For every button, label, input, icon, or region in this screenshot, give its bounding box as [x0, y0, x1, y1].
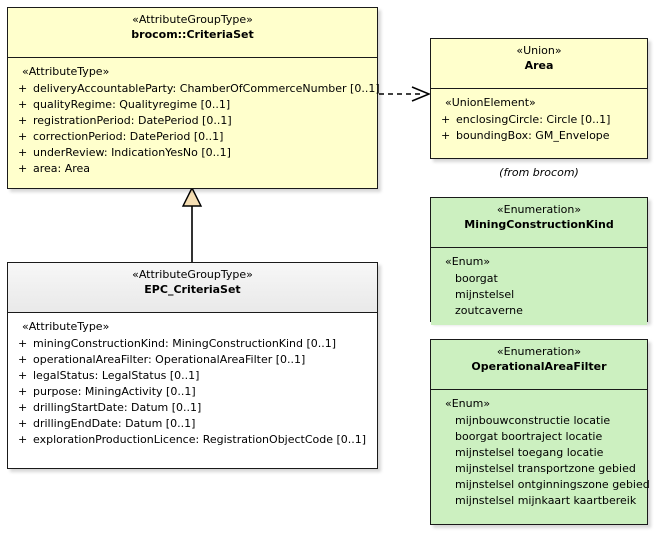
class-name-label: Area: [524, 59, 554, 73]
attribute-label: underReview: IndicationYesNo [0..1]: [33, 146, 231, 159]
attribute-label: area: Area: [33, 162, 91, 175]
visibility-marker: +: [18, 82, 28, 95]
attribute-row[interactable]: + operationalAreaFilter: OperationalArea…: [14, 352, 373, 368]
visibility-marker: +: [18, 130, 28, 143]
attribute-label: correctionPeriod: DatePeriod [0..1]: [33, 130, 224, 143]
attribute-label: deliveryAccountableParty: ChamberOfComme…: [33, 82, 380, 95]
enum-group-label: «Enum»: [445, 255, 491, 268]
enum-header-mining-construction-kind: «Enumeration» MiningConstructionKind: [431, 198, 647, 248]
visibility-marker: +: [18, 369, 28, 382]
stereotype-label: «AttributeGroupType»: [132, 13, 253, 26]
attribute-group-label: «AttributeType»: [22, 320, 110, 333]
attribute-label: purpose: MiningActivity [0..1]: [33, 385, 196, 398]
attribute-row[interactable]: + deliveryAccountableParty: ChamberOfCom…: [14, 81, 380, 97]
visibility-marker: +: [18, 98, 28, 111]
enum-name-label: OperationalAreaFilter: [471, 360, 607, 374]
attribute-row[interactable]: + qualityRegime: Qualityregime [0..1]: [14, 97, 373, 113]
attribute-row[interactable]: + registrationPeriod: DatePeriod [0..1]: [14, 113, 373, 129]
dependency-connector: [379, 86, 431, 102]
attribute-row[interactable]: + boundingBox: GM_Envelope: [437, 128, 643, 144]
attribute-label: operationalAreaFilter: OperationalAreaFi…: [33, 353, 306, 366]
attribute-label: enclosingCircle: Circle [0..1]: [456, 113, 611, 126]
class-box-area[interactable]: «Union» Area «UnionElement» + enclosingC…: [430, 38, 648, 159]
enum-value-row[interactable]: mijnstelsel: [455, 288, 515, 301]
attribute-label: miningConstructionKind: MiningConstructi…: [33, 337, 337, 350]
attribute-group-label: «AttributeType»: [22, 65, 110, 78]
package-origin-caption: (from brocom): [499, 166, 579, 179]
attribute-row[interactable]: + drillingEndDate: Datum [0..1]: [14, 416, 373, 432]
attribute-group-label: «UnionElement»: [445, 96, 536, 109]
visibility-marker: +: [441, 129, 451, 142]
class-header-area: «Union» Area: [431, 39, 647, 89]
attribute-row[interactable]: + correctionPeriod: DatePeriod [0..1]: [14, 129, 373, 145]
visibility-marker: +: [18, 385, 28, 398]
stereotype-label: «Enumeration»: [496, 203, 582, 216]
generalization-connector: [181, 186, 203, 262]
attribute-row[interactable]: + purpose: MiningActivity [0..1]: [14, 384, 373, 400]
enum-value-row[interactable]: mijnstelsel transportzone gebied: [455, 462, 636, 475]
attribute-row[interactable]: + miningConstructionKind: MiningConstruc…: [14, 336, 373, 352]
attribute-label: boundingBox: GM_Envelope: [456, 129, 610, 142]
class-body-area: «UnionElement» + enclosingCircle: Circle…: [431, 89, 647, 150]
attribute-label: qualityRegime: Qualityregime [0..1]: [33, 98, 231, 111]
class-body-criteria-set: «AttributeType» + deliveryAccountablePar…: [8, 58, 380, 183]
enum-value-row[interactable]: boorgat: [455, 272, 498, 285]
enum-body-operational-area-filter: «Enum» mijnbouwconstructie locatie boorg…: [431, 390, 650, 515]
attribute-row[interactable]: + explorationProductionLicence: Registra…: [14, 432, 373, 448]
visibility-marker: +: [18, 114, 28, 127]
visibility-marker: +: [18, 146, 28, 159]
class-box-criteria-set[interactable]: «AttributeGroupType» brocom::CriteriaSet…: [7, 7, 380, 189]
enum-box-mining-construction-kind[interactable]: «Enumeration» MiningConstructionKind «En…: [430, 197, 648, 325]
attribute-row[interactable]: + legalStatus: LegalStatus [0..1]: [14, 368, 373, 384]
visibility-marker: +: [18, 417, 28, 430]
enum-name-label: MiningConstructionKind: [464, 218, 614, 232]
attribute-row[interactable]: + underReview: IndicationYesNo [0..1]: [14, 145, 373, 161]
enum-value-row[interactable]: boorgat boortraject locatie: [455, 430, 603, 443]
enum-body-mining-construction-kind: «Enum» boorgat mijnstelsel zoutcaverne: [431, 248, 647, 325]
stereotype-label: «Enumeration»: [496, 345, 582, 358]
attribute-row[interactable]: + enclosingCircle: Circle [0..1]: [437, 112, 643, 128]
class-box-epc-criteria-set[interactable]: «AttributeGroupType» EPC_CriteriaSet «At…: [7, 262, 378, 469]
attribute-label: legalStatus: LegalStatus [0..1]: [33, 369, 200, 382]
attribute-label: explorationProductionLicence: Registrati…: [33, 433, 367, 446]
enum-header-operational-area-filter: «Enumeration» OperationalAreaFilter: [431, 340, 647, 390]
enum-group-label: «Enum»: [445, 397, 491, 410]
enum-value-row[interactable]: mijnbouwconstructie locatie: [455, 414, 611, 427]
enum-box-operational-area-filter[interactable]: «Enumeration» OperationalAreaFilter «Enu…: [430, 339, 650, 525]
visibility-marker: +: [18, 433, 28, 446]
enum-value-row[interactable]: mijnstelsel ontginningszone gebied: [455, 478, 650, 491]
enum-value-row[interactable]: mijnstelsel toegang locatie: [455, 446, 604, 459]
class-header-criteria-set: «AttributeGroupType» brocom::CriteriaSet: [8, 8, 377, 58]
class-name-label: brocom::CriteriaSet: [131, 28, 254, 42]
enum-value-row[interactable]: zoutcaverne: [455, 304, 523, 317]
enum-value-row[interactable]: mijnstelsel mijnkaart kaartbereik: [455, 494, 637, 507]
visibility-marker: +: [18, 401, 28, 414]
visibility-marker: +: [18, 162, 28, 175]
attribute-label: registrationPeriod: DatePeriod [0..1]: [33, 114, 232, 127]
attribute-label: drillingStartDate: Datum [0..1]: [33, 401, 202, 414]
class-body-epc-criteria-set: «AttributeType» + miningConstructionKind…: [8, 313, 377, 454]
class-name-label: EPC_CriteriaSet: [144, 283, 241, 297]
visibility-marker: +: [18, 337, 28, 350]
stereotype-label: «Union»: [516, 44, 562, 57]
generalization-triangle-icon: [181, 186, 203, 207]
attribute-label: drillingEndDate: Datum [0..1]: [33, 417, 196, 430]
visibility-marker: +: [18, 353, 28, 366]
stereotype-label: «AttributeGroupType»: [132, 268, 253, 281]
visibility-marker: +: [441, 113, 451, 126]
attribute-row[interactable]: + area: Area: [14, 161, 373, 177]
dependency-arrowhead-icon: [411, 86, 431, 102]
class-header-epc-criteria-set: «AttributeGroupType» EPC_CriteriaSet: [8, 263, 377, 313]
attribute-row[interactable]: + drillingStartDate: Datum [0..1]: [14, 400, 373, 416]
